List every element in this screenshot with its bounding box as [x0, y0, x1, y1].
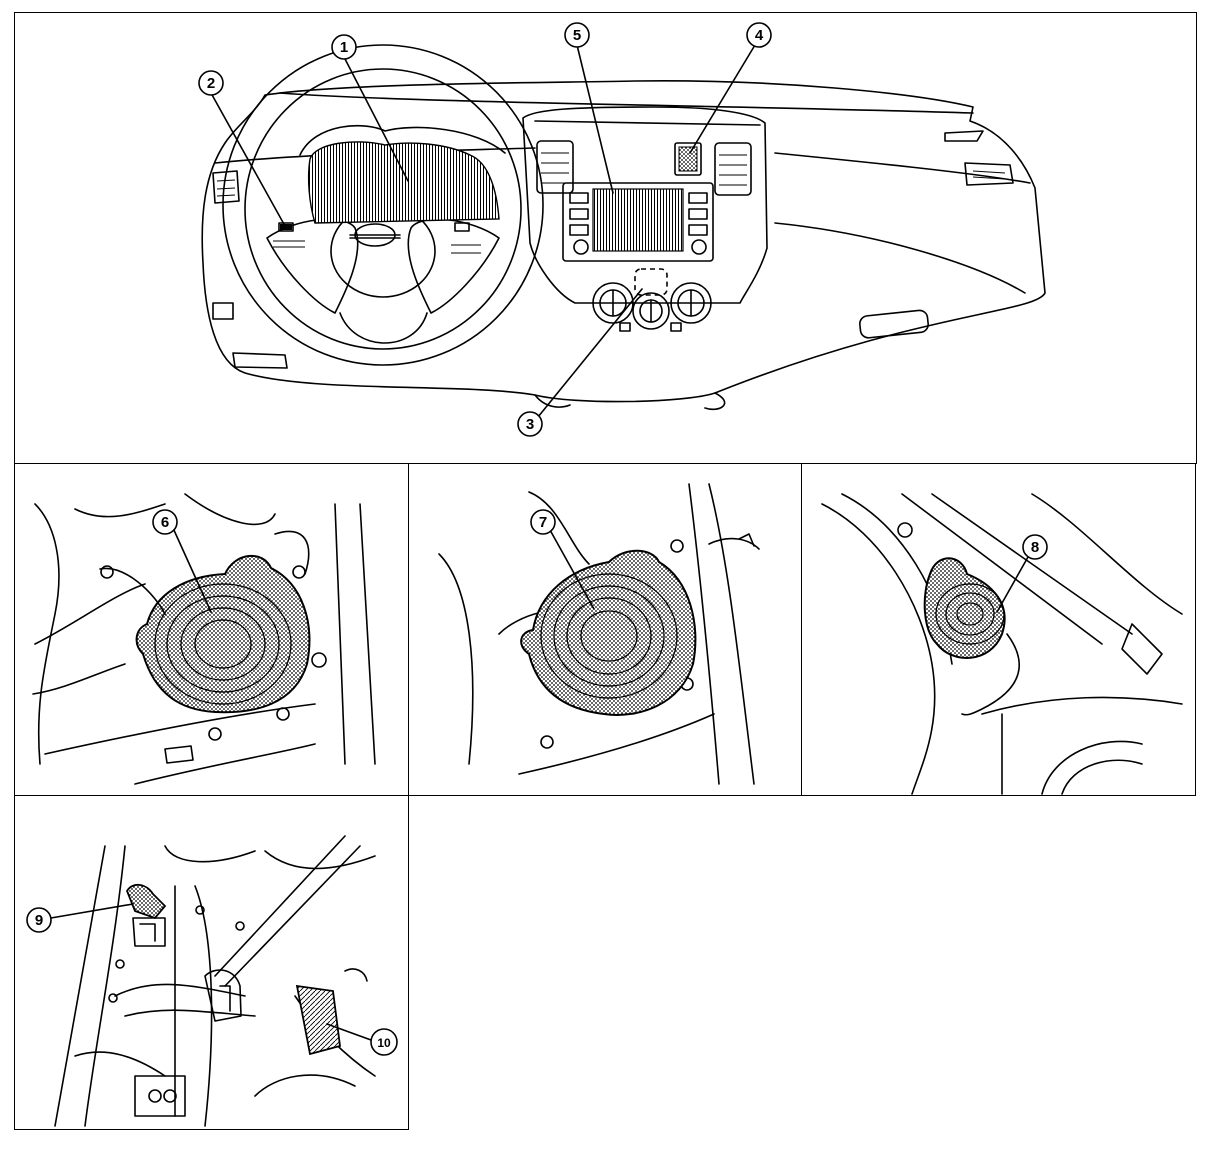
callout-6: 6 — [152, 509, 178, 535]
svg-text:4: 4 — [755, 27, 764, 44]
center-stack — [522, 106, 768, 304]
callout-8: 8 — [1022, 534, 1048, 560]
svg-text:8: 8 — [1031, 539, 1039, 556]
front-door-right-panel: 7 — [408, 463, 802, 796]
speaker-7-illustration: 7 — [438, 483, 760, 785]
front-door-left-panel: 6 — [14, 463, 409, 796]
svg-text:5: 5 — [573, 27, 581, 44]
callout-2: 2 — [198, 70, 224, 96]
dashboard-illustration: 1 2 3 4 5 — [198, 22, 1046, 437]
svg-text:2: 2 — [207, 75, 215, 92]
steering-wheel — [222, 44, 544, 366]
callout-4: 4 — [746, 22, 772, 48]
svg-text:3: 3 — [526, 416, 534, 433]
rear-lower-panel: 9 10 — [14, 795, 409, 1130]
callout-7: 7 — [530, 509, 556, 535]
leader-4 — [689, 44, 756, 154]
audio-display — [592, 188, 684, 252]
instrument-cluster — [307, 141, 500, 224]
leader-2 — [210, 92, 286, 227]
center-vent-left — [536, 140, 574, 194]
callout-3-dashed-box — [634, 268, 668, 296]
hvac-knob-right — [670, 282, 712, 324]
hazard-switch — [674, 142, 702, 176]
glovebox — [774, 222, 1026, 294]
speaker-7 — [520, 549, 697, 716]
leader-1 — [343, 56, 409, 182]
speaker-8-illustration: 8 — [821, 493, 1183, 795]
callout-5: 5 — [564, 22, 590, 48]
rear-pillar-panel: 8 — [801, 463, 1196, 796]
dashboard-outline — [201, 80, 1046, 403]
svg-text:7: 7 — [539, 514, 547, 531]
hvac-knob-center — [632, 292, 670, 330]
callout-10: 10 — [370, 1028, 398, 1056]
speaker-6 — [135, 554, 311, 714]
dashboard-panel: 1 2 3 4 5 — [14, 12, 1197, 464]
rear-lower-illustration: 9 10 — [26, 835, 398, 1127]
svg-text:1: 1 — [340, 39, 348, 56]
leader-3 — [537, 288, 643, 418]
leader-5 — [576, 44, 614, 194]
svg-text:6: 6 — [161, 514, 169, 531]
center-vent-right — [714, 142, 752, 196]
speaker-6-illustration: 6 — [32, 493, 376, 785]
callout-9: 9 — [26, 907, 52, 933]
speaker-8 — [923, 557, 1006, 659]
callout-3: 3 — [517, 411, 543, 437]
connector-10 — [295, 984, 341, 1056]
callout-1: 1 — [331, 34, 357, 60]
connector-9 — [125, 884, 167, 920]
hvac-knob-left — [592, 282, 634, 324]
svg-text:9: 9 — [35, 912, 43, 929]
svg-text:10: 10 — [377, 1036, 391, 1050]
audio-unit — [562, 182, 714, 262]
